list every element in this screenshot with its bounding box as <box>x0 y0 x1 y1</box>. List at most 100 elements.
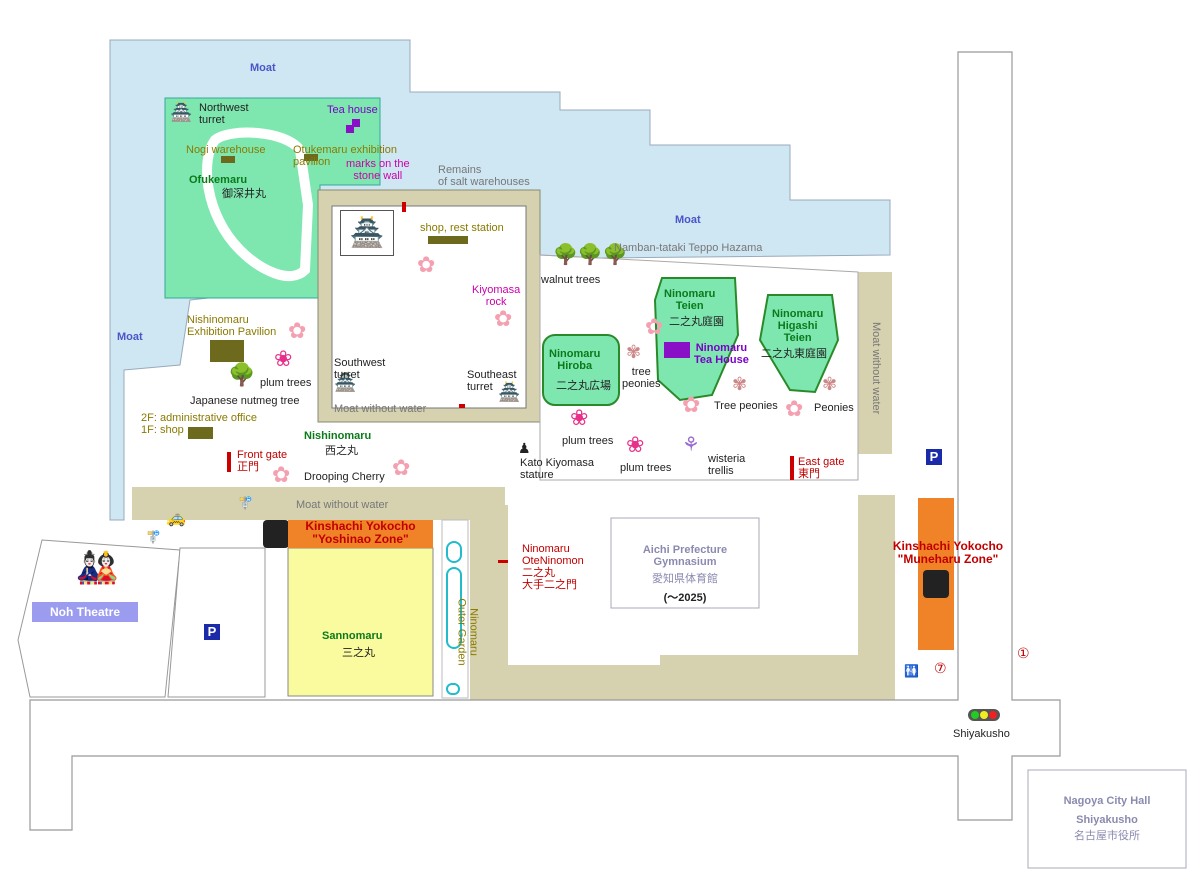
moat-label: Moat <box>117 331 143 343</box>
hiroba-jp-label: 二之丸広場 <box>556 379 611 392</box>
shiyakusho-station-label[interactable]: Shiyakusho <box>953 728 1010 740</box>
south-dry-moat <box>132 487 895 700</box>
road-east <box>29 51 1061 831</box>
cherry-blossom-icon: ✿ <box>288 318 307 343</box>
east-dry-moat <box>858 272 892 454</box>
cherry-blossom-icon: ✿ <box>392 455 411 480</box>
yoshinao-zone-label[interactable]: Kinshachi Yokocho "Yoshinao Zone" <box>288 520 433 548</box>
southwest-turret-label: Southwest turret <box>334 357 386 381</box>
tree-peonies-label: tree peonies <box>622 366 661 390</box>
noh-actor-icon: 🎎 <box>76 549 119 587</box>
walnut-trees-label: walnut trees <box>541 274 601 286</box>
ofukemaru-jp-label: 御深井丸 <box>222 187 266 200</box>
moat-label: Moat <box>675 214 701 226</box>
taxi-icon: 🚕 <box>166 510 186 527</box>
higashi-teien-label[interactable]: Ninomaru Higashi Teien <box>772 308 824 344</box>
moat-label: Moat <box>250 62 276 74</box>
kiyomasa-rock-label: Kiyomasa rock <box>472 284 521 308</box>
outer-garden-label: Ninomaru Outer Garden <box>455 598 480 666</box>
cherry-blossom-icon: ✿ <box>272 462 291 487</box>
ninomaru-tea-house-label[interactable]: Ninomaru Tea House <box>694 342 749 366</box>
peony-icon: ✾ <box>626 342 642 362</box>
city-hall-jp-label: 名古屋市役所 <box>1074 829 1140 842</box>
otenninomon-label[interactable]: Ninomaru OteNinomon <box>522 543 584 567</box>
admin-office-label: 2F: administrative office 1F: shop <box>141 412 257 436</box>
east-gate-jp-label: 東門 <box>798 467 820 480</box>
plum-icon: ❀ <box>626 432 645 457</box>
dry-moat-label: Moat without water <box>334 403 427 415</box>
turret-icon: 🏯 <box>170 102 193 122</box>
dry-moat-label: Moat without water <box>296 499 389 511</box>
stone-wall-marks-label: marks on the stone wall <box>346 158 410 182</box>
ofukemaru-label: Ofukemaru <box>189 174 248 186</box>
teien-jp-label: 二之丸庭園 <box>669 315 724 328</box>
cherry-blossom-icon: ✿ <box>785 396 804 421</box>
exit-7-marker: ⑦ <box>934 660 947 676</box>
nishinomaru-jp-label: 西之丸 <box>325 444 358 457</box>
teien-area <box>653 277 740 402</box>
turret-icon: 🏯 <box>498 382 521 402</box>
cherry-blossom-icon: ✿ <box>682 392 701 417</box>
parking-icon[interactable]: P <box>204 624 220 640</box>
gymnasium-box <box>610 517 760 609</box>
ninja-icon <box>263 520 289 548</box>
ninja-icon <box>923 570 949 598</box>
salt-warehouses-label: Remains of salt warehouses <box>438 164 530 188</box>
drooping-cherry-label: Drooping Cherry <box>304 471 385 483</box>
wisteria-label: wisteria trellis <box>708 453 746 477</box>
higashi-teien-jp-label: 二之丸東庭園 <box>761 347 827 360</box>
otukemaru-pavilion-label: Otukemaru exhibition pavilion <box>293 144 397 168</box>
shop-rest-label: shop, rest station <box>420 222 504 234</box>
plum-icon: ❀ <box>570 405 589 430</box>
parking-icon[interactable]: P <box>926 449 942 465</box>
peony-icon: ✾ <box>822 374 838 394</box>
bus-stop-icon: 🚏 <box>238 496 253 510</box>
northwest-turret-label: Northwest turret <box>199 102 249 126</box>
otenninomon-jp-label: 二之丸 大手二之門 <box>522 566 577 591</box>
exit-1-marker: ① <box>1017 645 1030 661</box>
dry-moat-label: Moat without water <box>870 322 882 415</box>
east-gate-label[interactable]: East gate <box>798 456 845 468</box>
restroom-icon: 🚻 <box>904 664 919 678</box>
turret-icon: 🏯 <box>334 372 357 392</box>
hiroba-label[interactable]: Ninomaru Hiroba <box>549 348 601 372</box>
hiroba-area <box>542 334 620 406</box>
city-hall-label[interactable]: Nagoya City Hall Shiyakusho <box>1063 795 1151 826</box>
gymnasium-label[interactable]: Aichi Prefecture Gymnasium <box>642 544 728 568</box>
front-gate-jp-label: 正門 <box>237 460 259 473</box>
sannomaru-label[interactable]: Sannomaru <box>322 630 383 642</box>
tea-house-label: Tea house <box>327 104 378 116</box>
peony-icon: ✾ <box>732 374 748 394</box>
ninomaru-grounds <box>539 254 859 481</box>
sannomaru-area <box>287 547 434 697</box>
nutmeg-tree-label: Japanese nutmeg tree <box>190 395 300 407</box>
gymnasium-period-label: (～2025) <box>663 592 707 604</box>
ofukemaru-path <box>202 127 314 282</box>
yoshinao-line2: "Yoshinao Zone" <box>312 532 409 546</box>
cherry-blossom-icon: ✿ <box>417 252 436 277</box>
city-hall-box <box>1027 769 1187 869</box>
noh-theatre-label[interactable]: Noh Theatre <box>32 602 138 622</box>
bus-stop-icon: 🚏 <box>146 530 161 544</box>
cherry-blossom-icon: ✿ <box>494 306 513 331</box>
ofukemaru-lawn <box>164 97 381 299</box>
castle-keep-icon[interactable]: 🏯 <box>340 210 394 256</box>
parking-block-west <box>167 547 266 698</box>
sannomaru-jp-label: 三之丸 <box>342 646 375 659</box>
teien-label[interactable]: Ninomaru Teien <box>664 288 716 312</box>
front-gate-label[interactable]: Front gate <box>237 449 288 461</box>
nishinomaru-pavilion-label: Nishinomaru Exhibition Pavilion <box>187 314 277 338</box>
cherry-blossom-icon: ✿ <box>645 314 664 339</box>
plum-trees-label: plum trees <box>260 377 312 389</box>
ninomaru-tea-house-block <box>664 342 690 358</box>
plum-trees-label: plum trees <box>562 435 614 447</box>
yoshinao-line1: Kinshachi Yokocho <box>305 519 416 533</box>
nishinomaru-label[interactable]: Nishinomaru <box>304 430 372 442</box>
southeast-turret-label: Southeast turret <box>467 369 517 393</box>
kato-statue-label: Kato Kiyomasa stature <box>520 457 594 481</box>
muneharu-zone-label[interactable]: Kinshachi Yokocho "Muneharu Zone" <box>880 540 1016 566</box>
namban-tataki-label: Namban-tataki Teppo Hazama <box>614 242 763 254</box>
tree-peonies-label: Tree peonies <box>714 400 778 412</box>
plum-trees-label: plum trees <box>620 462 672 474</box>
